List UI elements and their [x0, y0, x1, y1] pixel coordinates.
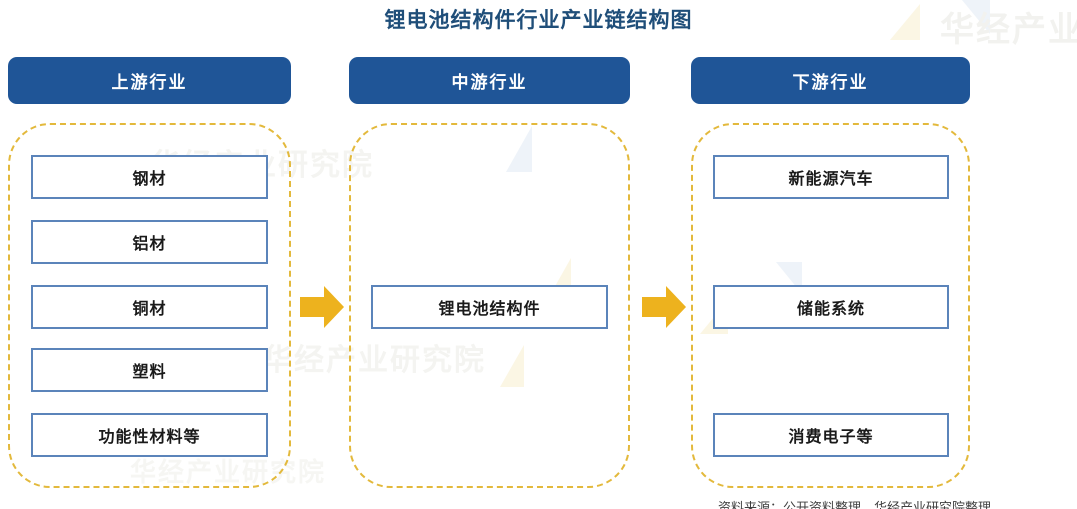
- column-header-midstream[interactable]: 中游行业: [349, 57, 630, 104]
- group-container-upstream: [8, 123, 291, 488]
- node-upstream-copper[interactable]: 铜材: [31, 285, 268, 329]
- column-header-upstream[interactable]: 上游行业: [8, 57, 291, 104]
- node-upstream-steel[interactable]: 钢材: [31, 155, 268, 199]
- arrow-right-icon: [640, 282, 688, 332]
- source-note: 资料来源：公开资料整理、华经产业研究院整理: [718, 500, 992, 509]
- page-title: 锂电池结构件行业产业链结构图: [384, 9, 693, 32]
- group-container-midstream: [349, 123, 630, 488]
- group-container-downstream: [691, 123, 970, 488]
- node-midstream-battery-structural-parts[interactable]: 锂电池结构件: [371, 285, 608, 329]
- node-downstream-consumer-electronics[interactable]: 消费电子等: [713, 413, 949, 457]
- node-upstream-aluminum[interactable]: 铝材: [31, 220, 268, 264]
- node-upstream-plastic[interactable]: 塑料: [31, 348, 268, 392]
- arrow-right-icon: [298, 282, 346, 332]
- node-downstream-new-energy-vehicles[interactable]: 新能源汽车: [713, 155, 949, 199]
- node-downstream-energy-storage[interactable]: 储能系统: [713, 285, 949, 329]
- column-header-downstream[interactable]: 下游行业: [691, 57, 970, 104]
- node-upstream-functional-materials[interactable]: 功能性材料等: [31, 413, 268, 457]
